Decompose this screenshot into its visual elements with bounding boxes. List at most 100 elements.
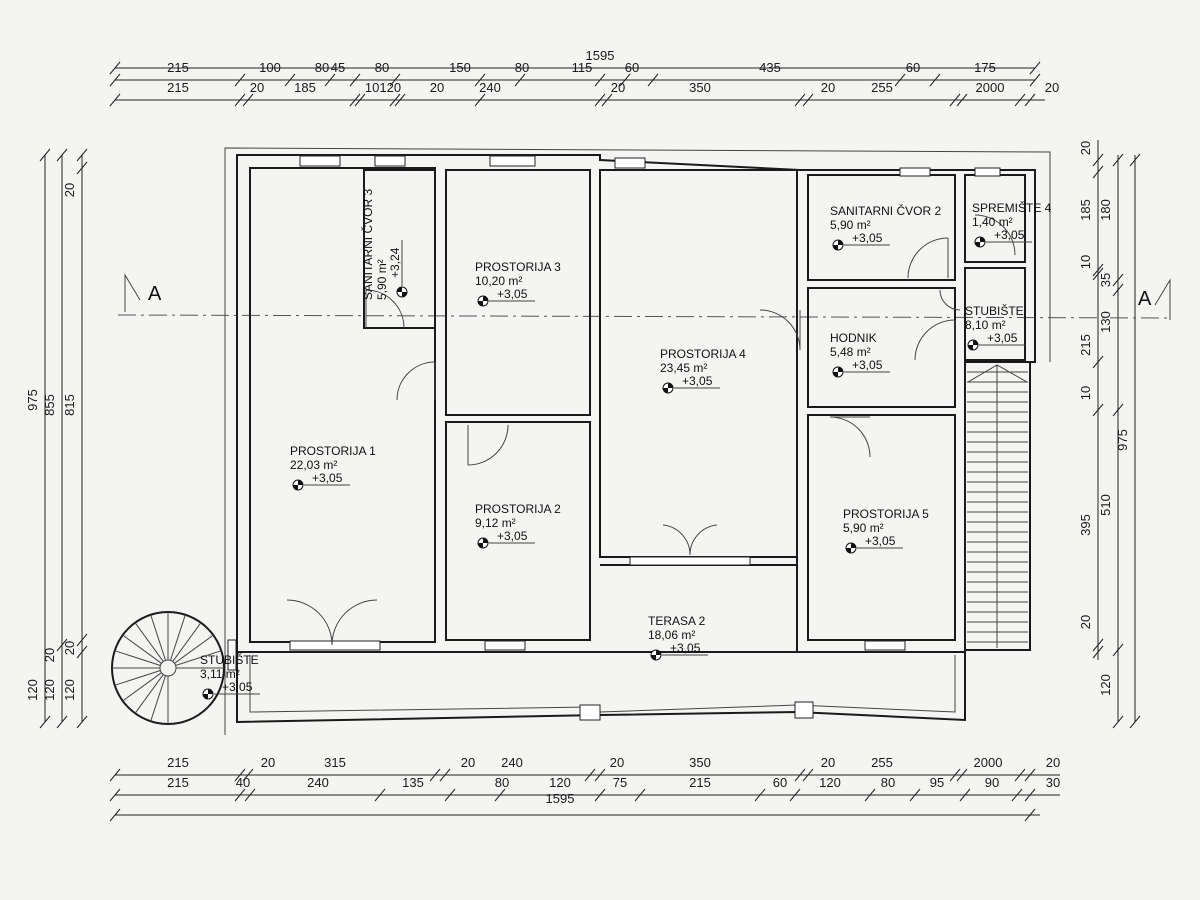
dimension-tick: [56, 715, 68, 729]
room-name: STUBIŠTE: [200, 652, 259, 667]
dimension-label: 350: [689, 755, 711, 770]
dimension-label: 20: [250, 80, 264, 95]
dimension-label: 395: [1078, 514, 1093, 536]
dimension-tick: [789, 788, 801, 802]
dimension-tick: [76, 715, 88, 729]
room-level: +3,05: [852, 358, 883, 372]
dimension-label: 20: [42, 648, 57, 662]
dimension-label: 120: [42, 679, 57, 701]
dimension-tick: [1029, 73, 1041, 87]
dimension-tick: [956, 768, 968, 782]
dimension-tick: [956, 93, 968, 107]
dimension-tick: [1024, 788, 1036, 802]
dimension-label: 90: [985, 775, 999, 790]
dimension-tick: [1024, 768, 1036, 782]
room-level: +3,24: [388, 247, 402, 278]
dimension-tick: [894, 73, 906, 87]
dimension-label: 1595: [546, 791, 575, 806]
room-label: TERASA 218,06 m²+3,05: [648, 614, 708, 661]
dimension-label: 240: [307, 775, 329, 790]
dimension-label: 10: [1078, 255, 1093, 269]
dimension-tick: [1092, 355, 1104, 369]
dimension-tick: [234, 73, 246, 87]
dimension-label: 215: [167, 755, 189, 770]
room-area: 5,90 m²: [830, 218, 871, 232]
dimension-label: 20: [611, 80, 625, 95]
dimension-tick: [474, 73, 486, 87]
dimension-label: 120: [62, 679, 77, 701]
terrace-edge: [236, 650, 966, 724]
dimension-tick: [242, 768, 254, 782]
dimension-tick: [1092, 153, 1104, 167]
section-line: [117, 314, 1173, 319]
room-area: 22,03 m²: [290, 458, 337, 472]
dimension-label: 135: [402, 775, 424, 790]
dimension-label: 175: [974, 60, 996, 75]
level-marker-icon: [845, 542, 857, 554]
dimension-tick: [949, 768, 961, 782]
level-marker-icon: [832, 239, 844, 251]
dimension-label: 60: [906, 60, 920, 75]
dimension-tick: [56, 148, 68, 162]
dimension-label: 20: [62, 641, 77, 655]
dimension-tick: [1112, 643, 1124, 657]
dimension-label: 75: [613, 775, 627, 790]
room-label: SANITARNI ČVOR 25,90 m²+3,05: [830, 203, 941, 251]
section-marker-right: [1154, 278, 1171, 320]
dimension-label: 215: [689, 775, 711, 790]
dimension-tick: [234, 93, 246, 107]
dimension-tick: [1092, 165, 1104, 179]
dimension-label: 1595: [586, 48, 615, 63]
dimension-label: 80: [315, 60, 329, 75]
dimension-tick: [76, 148, 88, 162]
dimension-tick: [349, 73, 361, 87]
windows: [227, 155, 1001, 721]
dimension-label: 80: [495, 775, 509, 790]
room-name: HODNIK: [830, 331, 877, 345]
room-label: PROSTORIJA 423,45 m²+3,05: [660, 347, 746, 394]
dimension-label: 20: [821, 755, 835, 770]
room-name: PROSTORIJA 2: [475, 502, 561, 516]
dimension-tick: [439, 768, 451, 782]
dimension-label: 510: [1098, 494, 1113, 516]
room-name: SANITARNI ČVOR 3: [360, 189, 375, 300]
dimension-tick: [1092, 267, 1104, 281]
room-area: 9,12 m²: [475, 516, 516, 530]
dimension-tick: [234, 768, 246, 782]
room-level: +3,05: [994, 228, 1025, 242]
dimension-tick: [474, 93, 486, 107]
dimension-label: 95: [930, 775, 944, 790]
dimension-tick: [634, 788, 646, 802]
dimension-tick: [754, 788, 766, 802]
dimension-label: 180: [1098, 199, 1113, 221]
dimension-tick: [594, 93, 606, 107]
dimension-tick: [802, 768, 814, 782]
dimension-tick: [794, 93, 806, 107]
dimension-tick: [244, 788, 256, 802]
dimension-tick: [1112, 273, 1124, 287]
dimension-tick: [594, 768, 606, 782]
dimension-tick: [794, 768, 806, 782]
dimension-tick: [39, 148, 51, 162]
dimension-tick: [864, 788, 876, 802]
dimension-tick: [1092, 638, 1104, 652]
dimension-label: 215: [167, 80, 189, 95]
dimension-tick: [1014, 768, 1026, 782]
room-label: PROSTORIJA 310,20 m²+3,05: [475, 260, 561, 307]
room-name: PROSTORIJA 5: [843, 507, 929, 521]
room-area: 18,06 m²: [648, 628, 695, 642]
dimension-tick: [324, 73, 336, 87]
dimension-tick: [109, 808, 121, 822]
dimension-tick: [1112, 153, 1124, 167]
dimension-label: 40: [236, 775, 250, 790]
dimension-label: 20: [821, 80, 835, 95]
dimension-tick: [1024, 808, 1036, 822]
dimension-label: 435: [759, 60, 781, 75]
dimension-tick: [389, 73, 401, 87]
dimension-label: 975: [25, 389, 40, 411]
dimension-label: 120: [25, 679, 40, 701]
dimension-label: 20: [461, 755, 475, 770]
